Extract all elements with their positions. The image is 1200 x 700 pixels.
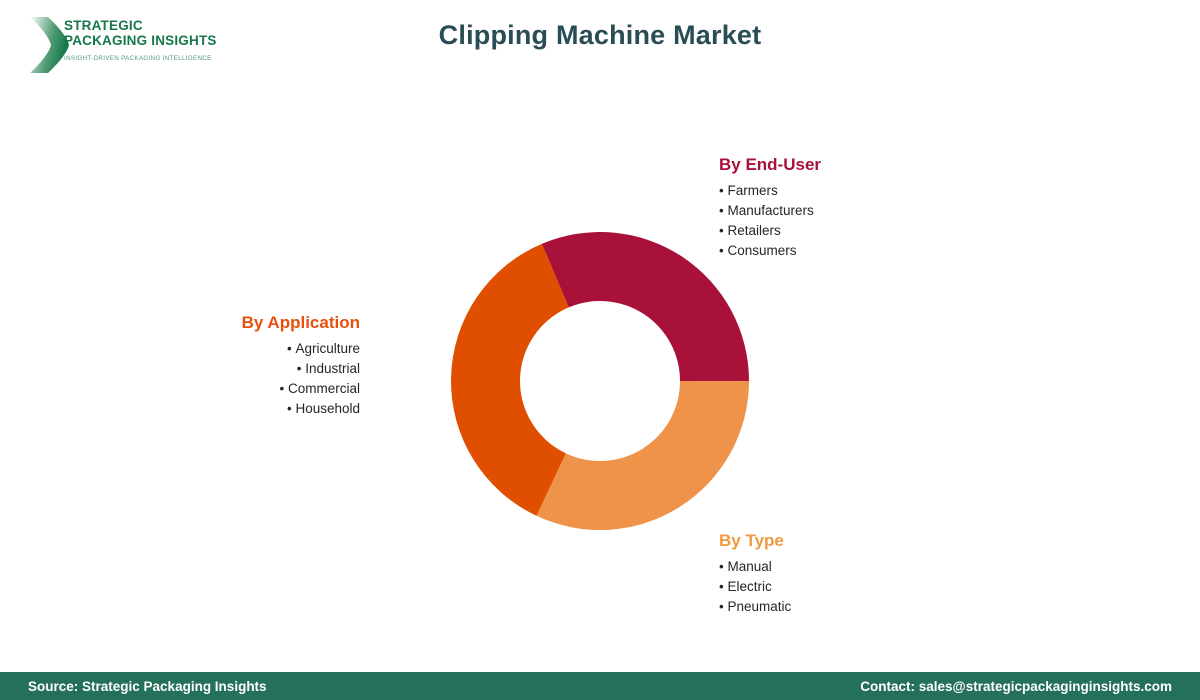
list-item: Household [140, 399, 360, 419]
list-item: Consumers [719, 241, 821, 261]
chevron-logo-icon [30, 17, 69, 73]
list-item: Industrial [140, 359, 360, 379]
segment-group-end-user: By End-User FarmersManufacturersRetailer… [719, 155, 821, 261]
brand-logo: STRATEGIC PACKAGING INSIGHTS INSIGHT-DRI… [28, 14, 228, 76]
list-item: Manual [719, 557, 791, 577]
footer-contact: Contact: sales@strategicpackaginginsight… [860, 678, 1172, 694]
segment-title-type: By Type [719, 531, 784, 550]
page-title: Clipping Machine Market [438, 20, 762, 50]
segment-group-application: By Application AgricultureIndustrialComm… [140, 313, 360, 419]
list-item: Agriculture [140, 339, 360, 359]
list-item: Retailers [719, 221, 821, 241]
segment-title-end-user: By End-User [719, 155, 822, 174]
list-item: Pneumatic [719, 597, 791, 617]
list-item: Electric [719, 577, 791, 597]
donut-chart [451, 231, 749, 530]
logo-line-1: STRATEGIC [64, 18, 143, 33]
list-item: Commercial [140, 379, 360, 399]
segment-list-application: AgricultureIndustrialCommercialHousehold [140, 339, 360, 419]
footer-bar: Source: Strategic Packaging Insights Con… [0, 672, 1200, 700]
segment-group-type: By Type ManualElectricPneumatic [719, 531, 791, 617]
list-item: Manufacturers [719, 201, 821, 221]
logo-line-2: PACKAGING INSIGHTS [64, 32, 217, 48]
segment-title-application: By Application [241, 313, 360, 332]
segment-list-end-user: FarmersManufacturersRetailersConsumers [719, 181, 821, 261]
footer-source: Source: Strategic Packaging Insights [28, 678, 267, 694]
donut-slice [451, 243, 569, 516]
segment-list-type: ManualElectricPneumatic [719, 557, 791, 617]
donut-slice [536, 381, 749, 530]
donut-slice [541, 231, 749, 382]
list-item: Farmers [719, 181, 821, 201]
logo-tagline: INSIGHT-DRIVEN PACKAGING INTELLIGENCE [64, 55, 212, 62]
